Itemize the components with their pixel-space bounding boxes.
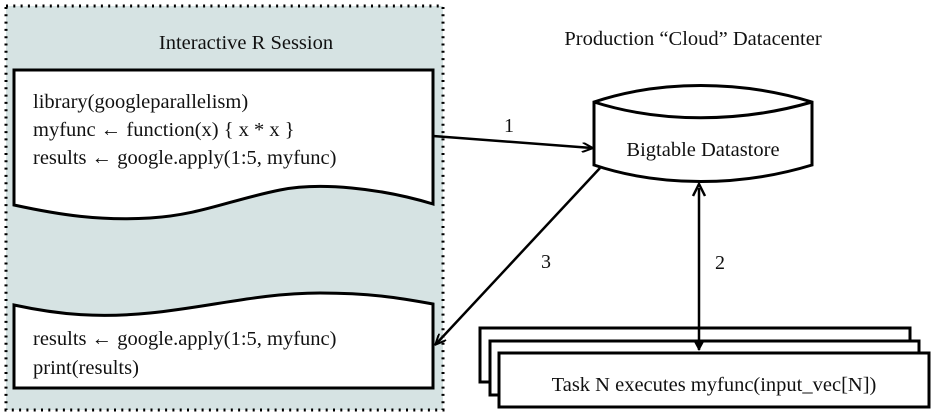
top-code-document: library(googleparallelism) myfunc ← func… [12, 68, 435, 221]
task-box-front [497, 351, 931, 409]
code-line: myfunc ← function(x) { x * x } [33, 119, 295, 141]
top-document-shape [12, 68, 435, 221]
session-panel-title: Interactive R Session [159, 32, 333, 54]
bigtable-datastore: Bigtable Datastore [592, 84, 814, 183]
arrow-1-label: 1 [504, 115, 514, 137]
arrow-3: 3 [436, 167, 601, 344]
datacenter-title: Production “Cloud” Datacenter [564, 28, 821, 50]
code-line: results ← google.apply(1:5, myfunc) [33, 147, 336, 169]
arrow-2: 2 [691, 181, 725, 351]
datastore-label: Bigtable Datastore [626, 139, 779, 161]
arrow-1-line [432, 134, 592, 148]
interactive-r-session-panel: Interactive R Session library(googlepara… [4, 4, 445, 412]
production-datacenter-panel: Production “Cloud” Datacenter Bigtable D… [478, 28, 931, 409]
datastore-top-ellipse-edge [593, 100, 813, 120]
task-stack: Task N executes myfunc(input_vec[N]) [478, 326, 931, 409]
arrow-3-line [436, 167, 601, 344]
bottom-document-shape [12, 291, 435, 390]
arrow-3-label: 3 [541, 251, 551, 273]
arrow-2-label: 2 [715, 252, 725, 274]
task-label: Task N executes myfunc(input_vec[N]) [552, 374, 877, 396]
bottom-code-document: results ← google.apply(1:5, myfunc) prin… [12, 291, 435, 390]
arrow-2-head-up [691, 181, 707, 197]
datastore-body [592, 84, 814, 183]
arrow-1: 1 [432, 115, 592, 148]
code-line: print(results) [33, 357, 139, 379]
code-line: library(googleparallelism) [33, 91, 248, 113]
code-line: results ← google.apply(1:5, myfunc) [33, 328, 336, 350]
